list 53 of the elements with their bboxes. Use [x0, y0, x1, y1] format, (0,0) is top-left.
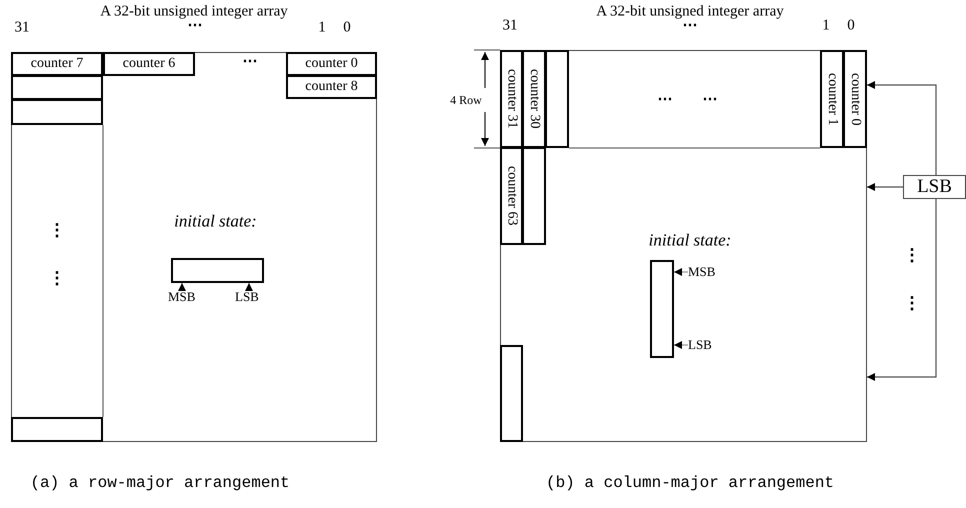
- counter-cell: counter 8: [286, 75, 377, 99]
- bit-index: 0: [343, 20, 351, 36]
- empty-cell: [11, 75, 103, 100]
- ellipsis: ⋯: [188, 18, 202, 34]
- ellipsis: ⋯: [658, 92, 672, 108]
- arrow: [674, 341, 688, 349]
- counter-cell: counter 0: [843, 50, 867, 148]
- counter-cell: counter 63: [500, 147, 523, 245]
- empty-cell: [500, 345, 523, 442]
- array-box: [500, 50, 867, 442]
- register-box: [650, 260, 674, 358]
- initial-state-label: initial state:: [174, 212, 257, 229]
- counter-cell: counter 7: [11, 52, 103, 76]
- ellipsis: ⋯: [702, 92, 718, 108]
- bit-index: 0: [847, 18, 855, 34]
- counter-cell: counter 0: [286, 52, 377, 76]
- empty-cell: [11, 417, 103, 442]
- counter-cell: counter 1: [820, 50, 844, 148]
- ellipsis: ⋯: [242, 54, 258, 70]
- ellipsis: ⋮: [48, 270, 66, 286]
- initial-state-label: initial state:: [648, 232, 732, 248]
- figure-caption: (a) a row-major arrangement: [30, 475, 290, 491]
- bit-label: MSB: [688, 265, 720, 279]
- ellipsis: ⋯: [682, 18, 698, 34]
- arrow: [178, 283, 186, 291]
- bit-index: 1: [822, 18, 830, 34]
- arrow: [674, 268, 688, 276]
- arrow: [867, 81, 937, 175]
- ellipsis: ⋮: [904, 246, 920, 264]
- bit-label: LSB: [235, 290, 263, 304]
- arrow: [867, 183, 903, 191]
- empty-cell: [11, 99, 103, 125]
- ellipsis: ⋮: [904, 294, 920, 312]
- lsb-box: LSB: [903, 175, 966, 199]
- bit-index: 31: [14, 20, 30, 36]
- empty-cell: [522, 147, 546, 245]
- bit-index: 31: [502, 18, 518, 34]
- arrow: [245, 283, 253, 291]
- bit-label: LSB: [688, 338, 716, 352]
- bit-label: MSB: [168, 290, 198, 304]
- array-title: A 32-bit unsigned integer array: [100, 4, 288, 20]
- empty-cell: [545, 50, 569, 148]
- arrow: [867, 199, 937, 381]
- array-box: [11, 52, 377, 442]
- ellipsis: ⋮: [48, 222, 66, 238]
- counter-cell: counter 6: [103, 52, 195, 76]
- array-title: A 32-bit unsigned integer array: [596, 4, 784, 20]
- bit-index: 1: [318, 20, 326, 36]
- row-count-label: 4 Row: [450, 94, 482, 106]
- register-box: [171, 258, 264, 283]
- counter-cell: counter 30: [522, 50, 546, 148]
- counter-cell: counter 31: [500, 50, 523, 148]
- figure-caption: (b) a column-major arrangement: [546, 475, 834, 491]
